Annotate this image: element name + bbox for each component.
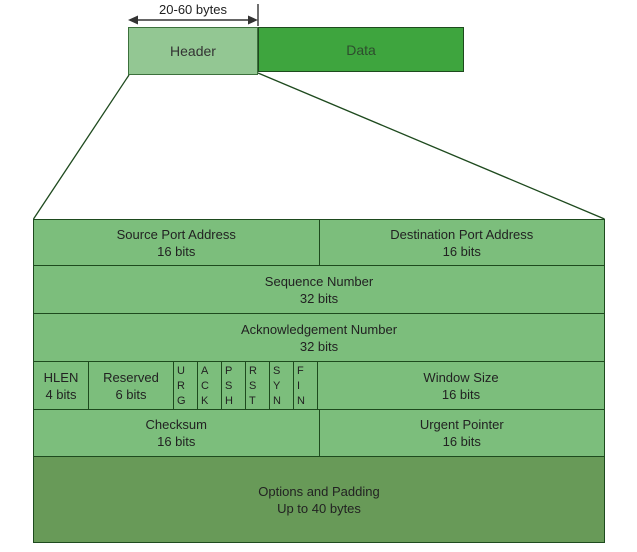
table-row-sequence: Sequence Number 32 bits: [34, 266, 604, 314]
field-label: Source Port Address: [116, 226, 236, 242]
field-label: Destination Port Address: [390, 226, 534, 242]
cell-flag-ack: ACK: [198, 362, 222, 409]
cell-hlen: HLEN 4 bits: [34, 362, 89, 409]
field-bits: 16 bits: [441, 386, 481, 402]
table-row-checksum: Checksum 16 bits Urgent Pointer 16 bits: [34, 410, 604, 457]
header-box: Header: [128, 27, 258, 75]
field-bits: 16 bits: [442, 243, 481, 259]
field-bits: 16 bits: [442, 434, 481, 449]
connector-line-left: [32, 74, 130, 220]
header-box-label: Header: [170, 43, 216, 59]
cell-flag-fin: FIN: [294, 362, 318, 409]
connector-line-right: [257, 72, 605, 220]
cell-flag-rst: RST: [246, 362, 270, 409]
field-bits: Up to 40 bytes: [277, 500, 361, 516]
table-row-options: Options and Padding Up to 40 bytes: [34, 457, 604, 542]
data-box: Data: [258, 27, 464, 72]
flag-letters: URG: [177, 365, 186, 407]
field-bits: 32 bits: [299, 290, 339, 306]
cell-urgent-pointer: Urgent Pointer 16 bits: [320, 410, 605, 456]
cell-flag-syn: SYN: [270, 362, 294, 409]
field-label: Sequence Number: [264, 273, 374, 289]
flag-letters: RST: [249, 365, 257, 407]
table-row-ports: Source Port Address 16 bits Destination …: [34, 220, 604, 266]
flag-letters: SYN: [273, 365, 281, 407]
cell-reserved: Reserved 6 bits: [89, 362, 174, 409]
cell-source-port: Source Port Address 16 bits: [34, 220, 320, 265]
field-bits: 16 bits: [157, 434, 196, 449]
table-row-acknowledgement: Acknowledgement Number 32 bits: [34, 314, 604, 362]
field-label: Options and Padding: [258, 483, 380, 499]
field-label: Checksum: [145, 417, 207, 432]
cell-checksum: Checksum 16 bits: [34, 410, 320, 456]
field-bits: 32 bits: [299, 338, 339, 354]
cell-destination-port: Destination Port Address 16 bits: [320, 220, 605, 265]
table-row-flags: HLEN 4 bits Reserved 6 bits URG ACK PSH …: [34, 362, 604, 410]
cell-options-padding: Options and Padding Up to 40 bytes: [34, 457, 604, 542]
flag-letters: FIN: [297, 365, 305, 407]
flag-letters: ACK: [201, 365, 209, 407]
field-label: Acknowledgement Number: [240, 321, 398, 337]
cell-sequence-number: Sequence Number 32 bits: [34, 266, 604, 313]
cell-flag-psh: PSH: [222, 362, 246, 409]
data-box-label: Data: [346, 41, 376, 58]
field-label: HLEN: [43, 369, 79, 385]
field-bits: 4 bits: [45, 386, 77, 402]
field-label: Window Size: [423, 369, 499, 385]
field-label: Urgent Pointer: [419, 417, 504, 432]
cell-acknowledgement-number: Acknowledgement Number 32 bits: [34, 314, 604, 361]
cell-window-size: Window Size 16 bits: [318, 362, 604, 409]
field-label: Reserved: [103, 369, 159, 385]
flag-letters: PSH: [225, 365, 233, 407]
tcp-header-table: Source Port Address 16 bits Destination …: [33, 219, 605, 543]
cell-flag-urg: URG: [174, 362, 198, 409]
field-bits: 16 bits: [157, 243, 196, 259]
field-bits: 6 bits: [115, 386, 147, 402]
size-label: 20-60 bytes: [159, 2, 227, 17]
